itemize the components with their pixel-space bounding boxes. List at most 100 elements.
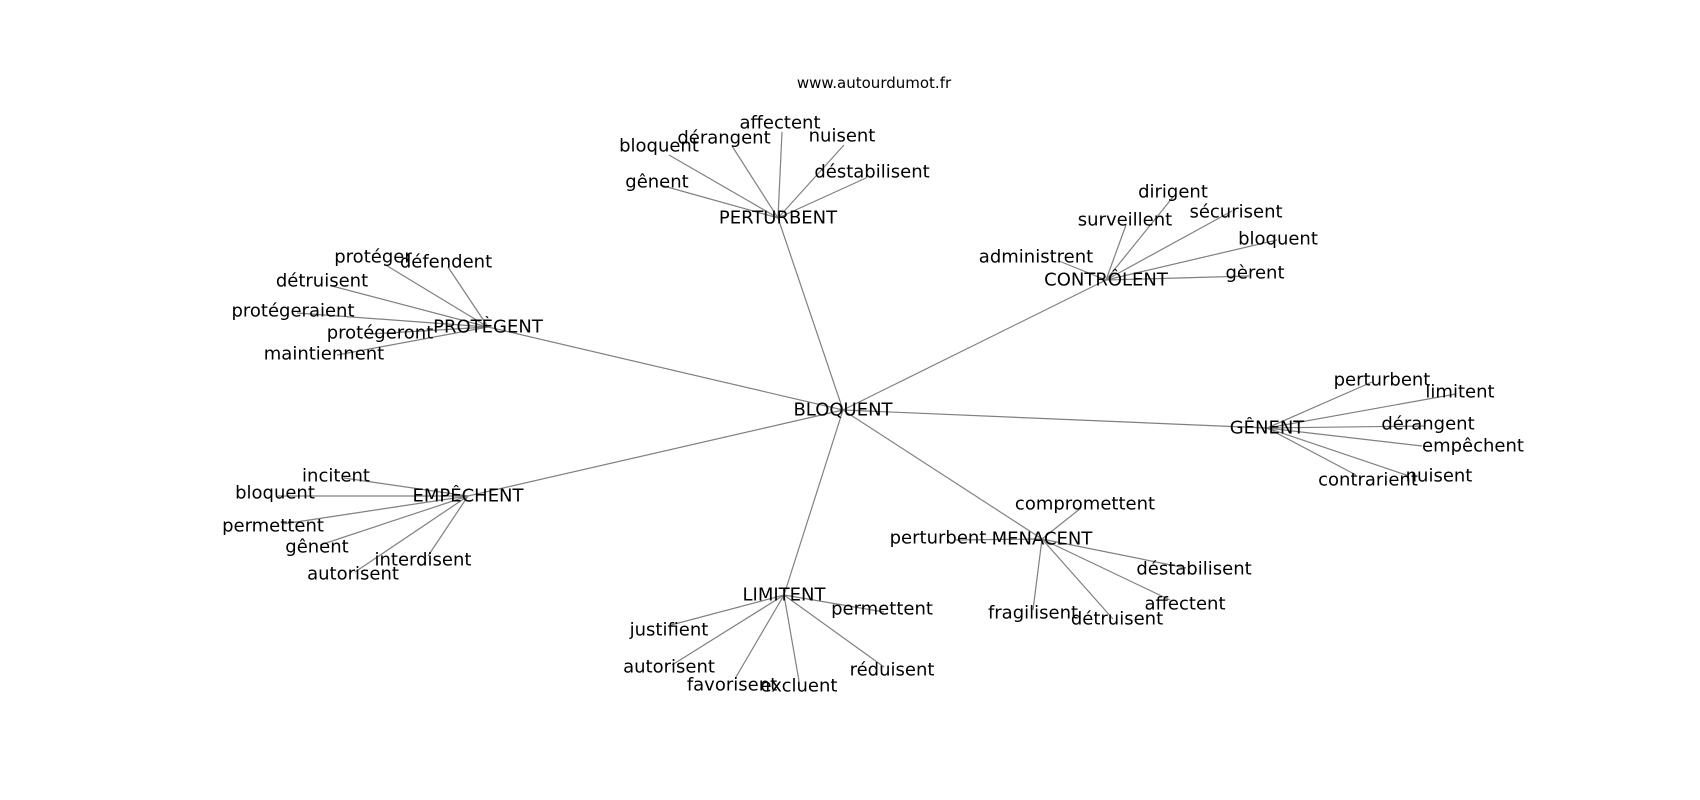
- edge-bloquent-protegent: [487, 326, 844, 411]
- leaf-node-limitent-justifient: justifient: [629, 620, 709, 641]
- edge-controlent-securisent: [1105, 210, 1233, 281]
- edge-perturbent-genent: [659, 184, 779, 219]
- edge-empechent-autorisent: [354, 495, 469, 573]
- leaf-node-protegent-defendent: défendent: [400, 252, 492, 273]
- edge-perturbent-affectent: [777, 131, 783, 219]
- edge-bloquent-menacent: [842, 409, 1043, 540]
- leaf-node-perturbent-derangent: dérangent: [677, 128, 770, 149]
- edge-protegent-maintiennent: [336, 326, 489, 356]
- leaf-node-empechent-permettent: permettent: [222, 516, 324, 537]
- leaf-node-menacent-fragilisent: fragilisent: [988, 603, 1078, 624]
- leaf-node-controlent-securisent: sécurisent: [1189, 202, 1282, 223]
- edge-genent-contrarient: [1266, 427, 1357, 476]
- edge-empechent-permettent: [282, 495, 469, 525]
- leaf-node-controlent-bloquent: bloquent: [1238, 229, 1318, 250]
- edge-limitent-permettent: [783, 594, 885, 613]
- graph-labels: www.autourdumot.fr BLOQUENT PERTURBENT blo…: [222, 74, 1524, 697]
- edge-perturbent-destabilisent: [777, 177, 867, 219]
- leaf-node-limitent-favorisent: favorisent: [687, 675, 777, 696]
- leaf-node-limitent-permettent: permettent: [831, 599, 933, 620]
- leaf-node-genent-empechent: empêchent: [1422, 436, 1524, 457]
- edge-protegent-detruisent: [331, 285, 489, 328]
- leaf-node-controlent-dirigent: dirigent: [1138, 182, 1208, 203]
- leaf-node-controlent-gerent: gèrent: [1225, 263, 1284, 284]
- leaf-node-menacent-affectent: affectent: [1145, 594, 1226, 615]
- edge-perturbent-derangent: [731, 145, 779, 219]
- edge-menacent-detruisent: [1041, 538, 1114, 620]
- leaf-node-protegent-detruisent: détruisent: [276, 271, 368, 292]
- leaf-node-empechent-bloquent: bloquent: [235, 483, 315, 504]
- edge-controlent-gerent: [1105, 275, 1250, 281]
- leaf-node-perturbent-affectent: affectent: [740, 113, 821, 134]
- edge-empechent-genent: [319, 495, 469, 546]
- leaf-node-genent-contrarient: contrarient: [1318, 470, 1418, 491]
- edge-genent-perturbent: [1266, 381, 1373, 429]
- leaf-node-empechent-autorisent: autorisent: [307, 564, 399, 585]
- leaf-node-perturbent-destabilisent: déstabilisent: [814, 162, 929, 183]
- edge-limitent-justifient: [670, 594, 785, 626]
- website-watermark: www.autourdumot.fr: [797, 74, 952, 92]
- edge-menacent-fragilisent: [1032, 538, 1043, 611]
- leaf-node-genent-nuisent: nuisent: [1406, 466, 1473, 487]
- leaf-node-protegent-protegeraient: protégeraient: [231, 301, 354, 322]
- edge-genent-limitent: [1266, 393, 1457, 429]
- leaf-node-menacent-compromettent: compromettent: [1015, 494, 1155, 515]
- leaf-node-menacent-destabilisent: déstabilisent: [1136, 559, 1251, 580]
- leaf-node-genent-perturbent: perturbent: [1334, 370, 1431, 391]
- edge-protegent-defendent: [447, 266, 489, 328]
- edge-genent-empechent: [1266, 427, 1423, 447]
- edge-controlent-dirigent: [1105, 196, 1174, 281]
- edge-controlent-administrent: [1058, 260, 1107, 281]
- hub-node-controlent: CONTRÔLENT: [1044, 269, 1169, 291]
- edge-menacent-perturbent: [953, 538, 1043, 541]
- edge-limitent-reduisent: [783, 594, 885, 668]
- leaf-node-protegent-protegeront: protégeront: [327, 323, 434, 344]
- graph-edges: [278, 131, 1457, 682]
- leaf-node-perturbent-bloquent: bloquent: [619, 136, 699, 157]
- edge-controlent-surveillent: [1105, 224, 1127, 281]
- edge-bloquent-genent: [842, 409, 1268, 429]
- edge-genent-derangent: [1266, 425, 1425, 429]
- edge-bloquent-perturbent: [777, 217, 844, 411]
- leaf-node-empechent-interdisent: interdisent: [375, 550, 472, 571]
- edge-bloquent-limitent: [783, 409, 844, 596]
- hub-node-empechent: EMPÊCHENT: [412, 485, 524, 507]
- edge-empechent-incitent: [343, 477, 469, 497]
- edge-controlent-bloquent: [1105, 239, 1278, 281]
- edge-menacent-destabilisent: [1041, 538, 1187, 569]
- edge-limitent-autorisent: [671, 594, 785, 666]
- hub-node-protegent: PROTÈGENT: [433, 316, 544, 338]
- edge-menacent-affectent: [1041, 538, 1171, 601]
- leaf-node-perturbent-nuisent: nuisent: [809, 126, 876, 147]
- leaf-node-protegent-proteger: protéger: [334, 247, 412, 268]
- edge-empechent-interdisent: [427, 495, 469, 557]
- edge-menacent-compromettent: [1041, 507, 1082, 540]
- leaf-node-menacent-detruisent: détruisent: [1071, 609, 1163, 630]
- hub-node-perturbent: PERTURBENT: [719, 208, 838, 229]
- edge-perturbent-bloquent: [668, 154, 779, 219]
- leaf-node-menacent-perturbent: perturbent: [890, 528, 987, 549]
- leaf-node-perturbent-genent: gênent: [625, 172, 688, 193]
- leaf-node-limitent-excluent: excluent: [761, 676, 838, 697]
- center-node-bloquent: BLOQUENT: [793, 400, 893, 421]
- leaf-node-limitent-reduisent: réduisent: [850, 660, 935, 681]
- edge-protegent-protegeraient: [296, 312, 489, 328]
- edge-limitent-favorisent: [735, 594, 785, 678]
- hub-node-limitent: LIMITENT: [742, 585, 826, 606]
- edge-limitent-excluent: [783, 594, 800, 682]
- hub-node-menacent: MENACENT: [992, 529, 1094, 550]
- leaf-node-controlent-surveillent: surveillent: [1078, 210, 1172, 231]
- leaf-node-genent-limitent: limitent: [1425, 382, 1494, 403]
- edge-genent-nuisent: [1266, 427, 1410, 477]
- leaf-node-controlent-administrent: administrent: [979, 247, 1093, 268]
- edge-protegent-proteger: [383, 263, 489, 328]
- edge-bloquent-empechent: [467, 409, 844, 497]
- edge-protegent-protegeront: [369, 326, 489, 335]
- leaf-node-genent-derangent: dérangent: [1381, 414, 1474, 435]
- leaf-node-empechent-genent: gênent: [285, 537, 348, 558]
- hub-node-genent: GÊNENT: [1230, 417, 1306, 439]
- leaf-node-limitent-autorisent: autorisent: [623, 657, 715, 678]
- leaf-node-empechent-incitent: incitent: [302, 466, 370, 487]
- leaf-node-protegent-maintiennent: maintiennent: [264, 344, 384, 365]
